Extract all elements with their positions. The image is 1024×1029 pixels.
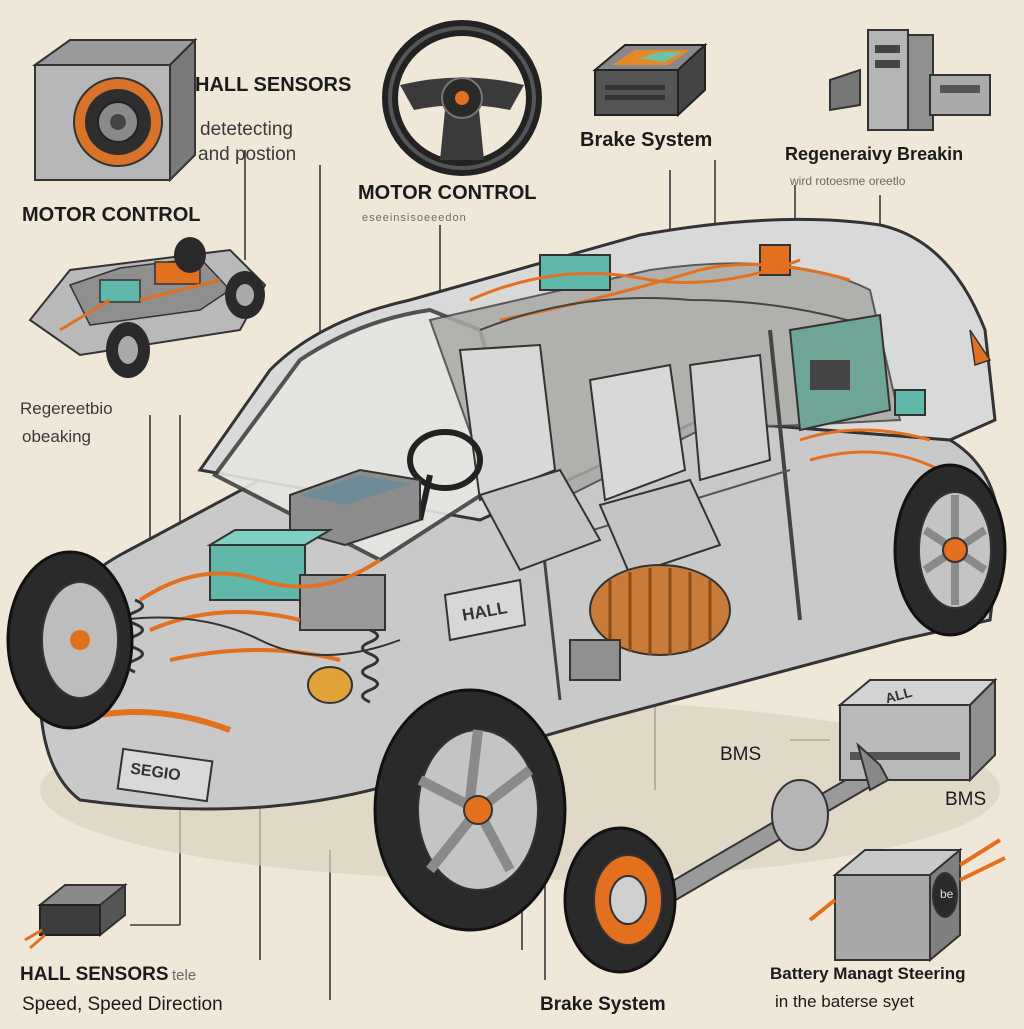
bms-middle-label: BMS [720,744,762,765]
motor-control-left-label: MOTOR CONTROL [22,204,201,226]
regenerative-braking-left-label-1: Regereetbio [20,399,113,418]
hall-sensors-top-sub2: and postion [198,144,297,165]
hall-sensor-small [24,882,128,950]
hall-sensors-top-sub1: detetecting [200,119,293,140]
battery-management-label-1: Battery Managt Steering [770,964,966,983]
bms-box [837,677,998,792]
brake-system-bottom-label: Brake System [540,994,666,1015]
battery-management-label-2: in the baterse syet [775,992,914,1011]
brake-axle-illustration [563,758,892,974]
battery-box-label: be [940,887,954,901]
motor-controller-box [31,37,198,183]
bms-right-label: BMS [945,789,987,810]
steering-wheel-illustration [382,20,542,176]
bms-module-cluster [829,29,991,131]
regenerative-braking-top-label: Regeneraivy Breakin [785,144,964,164]
display-controller-box [592,42,708,118]
motor-control-center-label: MOTOR CONTROL [358,182,537,204]
motor-control-center-sub: eseeinsisoeeedon [362,212,467,224]
wheels [6,463,1007,932]
regenerative-braking-top-sub: wird rotoesme oreetlo [790,174,906,188]
car-cutaway [38,217,1002,880]
chassis-illustration [28,237,267,378]
hall-sensors-bottom-sub: Speed, Speed Direction [22,994,223,1015]
hall-sensors-bottom-suffix: tele [172,967,197,984]
battery-box [808,838,1006,963]
hall-sensors-top-label: HALL SENSORS [195,74,352,96]
hall-sensors-bottom-label: HALL SENSORS [20,964,169,985]
regenerative-braking-left-label-2: obeaking [22,427,92,446]
brake-system-top-label: Brake System [580,129,713,151]
